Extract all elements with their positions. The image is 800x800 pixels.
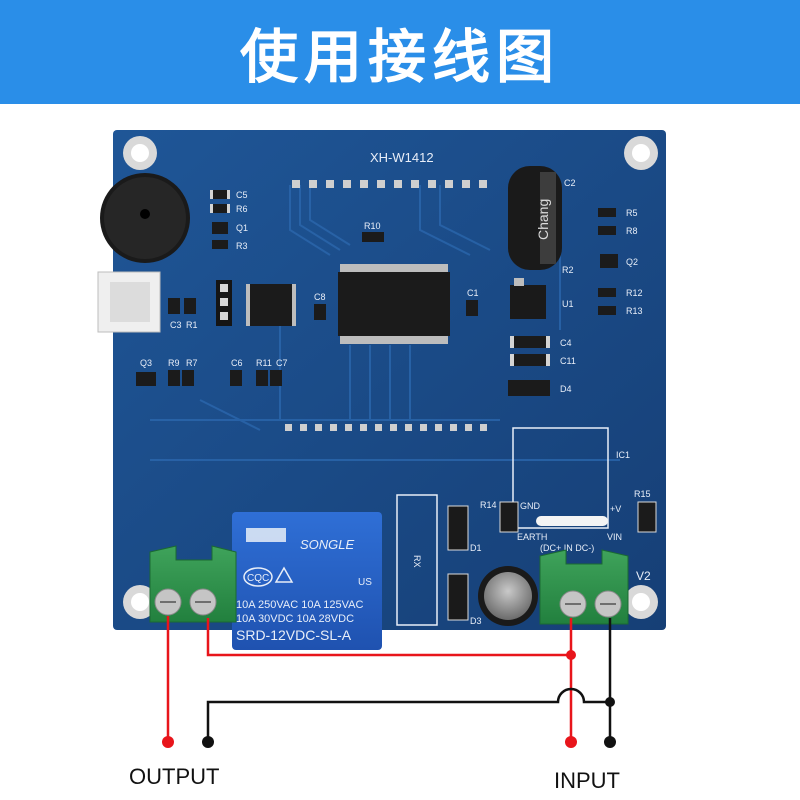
board-model: XH-W1412	[370, 150, 434, 165]
label-d3: D3	[470, 616, 482, 626]
label-r6: R6	[236, 204, 248, 214]
label-q3: Q3	[140, 358, 152, 368]
relay-rating-line2: 10A 30VDC 10A 28VDC	[236, 613, 354, 625]
label-r2: R2	[562, 265, 574, 275]
label-r8: R8	[626, 226, 638, 236]
label-r9: R9	[168, 358, 180, 368]
component-labels: C5 R6 Q1 R3 R10 C2 R2 U1 C4 C11 D4 R5 R8…	[140, 178, 651, 626]
label-q1: Q1	[236, 223, 248, 233]
smd-components	[136, 190, 618, 396]
label-earth: EARTH	[517, 532, 547, 542]
label-c11: C11	[560, 356, 576, 366]
small-ic	[246, 284, 296, 326]
relay-rating-line1: 10A 250VAC 10A 125VAC	[236, 599, 363, 611]
output-terminal-block	[149, 545, 237, 623]
label-vin: VIN	[607, 532, 622, 542]
relay: SONGLE CQC US 10A 250VAC 10A 125VAC 10A …	[232, 512, 382, 650]
label-r3: R3	[236, 241, 248, 251]
white-connector	[97, 271, 161, 333]
relay-cert-right: US	[358, 577, 372, 588]
label-input-pins: (DC+ IN DC-)	[540, 543, 594, 553]
top-pin-row	[292, 180, 487, 188]
board-version: V2	[636, 569, 651, 583]
output-black-terminal	[202, 736, 214, 748]
label-gnd: GND	[520, 501, 541, 511]
relay-brand: SONGLE	[300, 537, 355, 552]
label-r13: R13	[626, 306, 643, 316]
page-title: 使用接线图	[239, 23, 560, 91]
relay-cert-left: CQC	[247, 573, 269, 584]
label-c8: C8	[314, 292, 326, 302]
output-label: OUTPUT	[129, 764, 220, 789]
label-r7: R7	[186, 358, 198, 368]
label-r14: R14	[480, 500, 497, 510]
pin-header-vertical	[216, 280, 232, 326]
jumper-pads	[499, 501, 657, 533]
electrolytic-capacitor	[478, 566, 538, 626]
output-red-terminal	[162, 736, 174, 748]
label-u1: U1	[562, 299, 574, 309]
input-label: INPUT	[554, 768, 620, 793]
label-r1: R1	[186, 320, 198, 330]
label-c3: C3	[170, 320, 182, 330]
label-d1: D1	[470, 543, 482, 553]
label-rx: RX	[412, 555, 422, 568]
mounting-holes	[123, 136, 658, 619]
input-terminal-block	[539, 549, 629, 625]
label-c2: C2	[564, 178, 576, 188]
relay-model: SRD-12VDC-SL-A	[236, 627, 352, 643]
label-r12: R12	[626, 288, 643, 298]
label-d4: D4	[560, 384, 572, 394]
label-ic1: IC1	[616, 450, 630, 460]
label-c5: C5	[236, 190, 248, 200]
bottom-pin-row	[285, 424, 487, 431]
smd-pads	[210, 190, 550, 366]
label-c4: C4	[560, 338, 572, 348]
capacitor-brand: Chang	[535, 199, 551, 240]
capacitor-c2: Chang	[508, 166, 562, 270]
label-r5: R5	[626, 208, 638, 218]
regulator-u1	[510, 278, 546, 319]
diodes	[447, 505, 469, 621]
main-ic	[338, 264, 450, 344]
label-q2: Q2	[626, 257, 638, 267]
black-wires	[206, 618, 612, 742]
label-vplus: +V	[610, 504, 621, 514]
label-c1: C1	[467, 288, 479, 298]
wire-junctions	[566, 650, 615, 707]
rx-outline	[396, 494, 438, 626]
buzzer	[100, 173, 190, 263]
title-banner: 使用接线图	[0, 0, 800, 104]
input-black-terminal	[604, 736, 616, 748]
label-c6: C6	[231, 358, 243, 368]
label-r11: R11	[256, 358, 272, 368]
wire-terminals	[162, 736, 616, 748]
label-c7: C7	[276, 358, 288, 368]
ic1-outline	[512, 427, 609, 529]
red-wires	[166, 616, 573, 742]
input-red-terminal	[565, 736, 577, 748]
label-r15: R15	[634, 489, 651, 499]
label-r10: R10	[364, 221, 381, 231]
